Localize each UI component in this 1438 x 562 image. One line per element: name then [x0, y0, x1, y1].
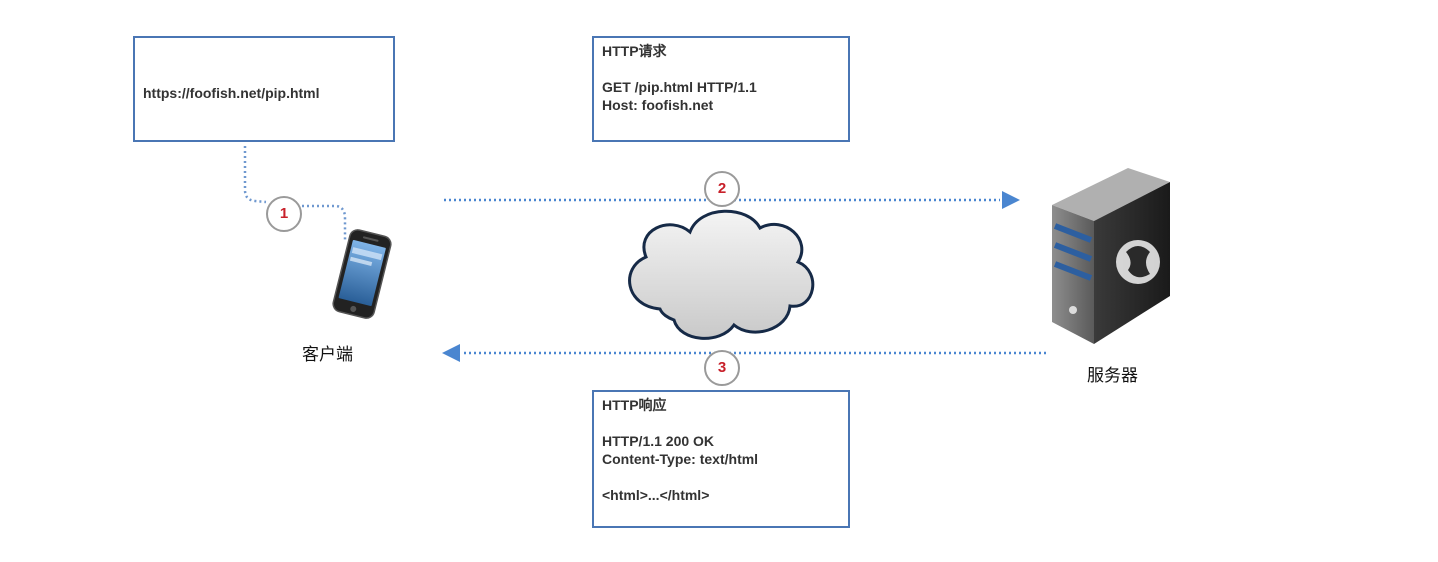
response-title: HTTP响应: [602, 397, 667, 413]
response-line: <html>...</html>: [602, 487, 710, 503]
client-connector: [243, 146, 267, 204]
request-line: GET /pip.html HTTP/1.1: [602, 79, 757, 95]
server-label: 服务器: [1087, 366, 1138, 386]
response-line: HTTP/1.1 200 OK: [602, 433, 715, 449]
step-1-badge: 1: [266, 196, 302, 232]
response-line: Content-Type: text/html: [602, 451, 759, 467]
response-line: [602, 468, 840, 486]
client-connector-lower: [302, 204, 347, 240]
cloud-icon: [628, 209, 815, 340]
response-line: [602, 414, 840, 432]
phone-icon: [332, 229, 392, 319]
request-line: Host: foofish.net: [602, 97, 714, 113]
url-box: https://foofish.net/pip.html: [133, 36, 395, 142]
server-icon: [1052, 168, 1170, 344]
client-label: 客户端: [302, 345, 353, 365]
http-request-box: HTTP请求 GET /pip.html HTTP/1.1 Host: foof…: [592, 36, 850, 142]
url-text: https://foofish.net/pip.html: [143, 85, 320, 101]
request-title: HTTP请求: [602, 43, 667, 59]
step-2-badge: 2: [704, 171, 740, 207]
response-arrowhead: [442, 344, 460, 362]
http-response-box: HTTP响应 HTTP/1.1 200 OK Content-Type: tex…: [592, 390, 850, 528]
request-line: [602, 60, 840, 78]
request-arrowhead: [1002, 191, 1020, 209]
step-3-badge: 3: [704, 350, 740, 386]
